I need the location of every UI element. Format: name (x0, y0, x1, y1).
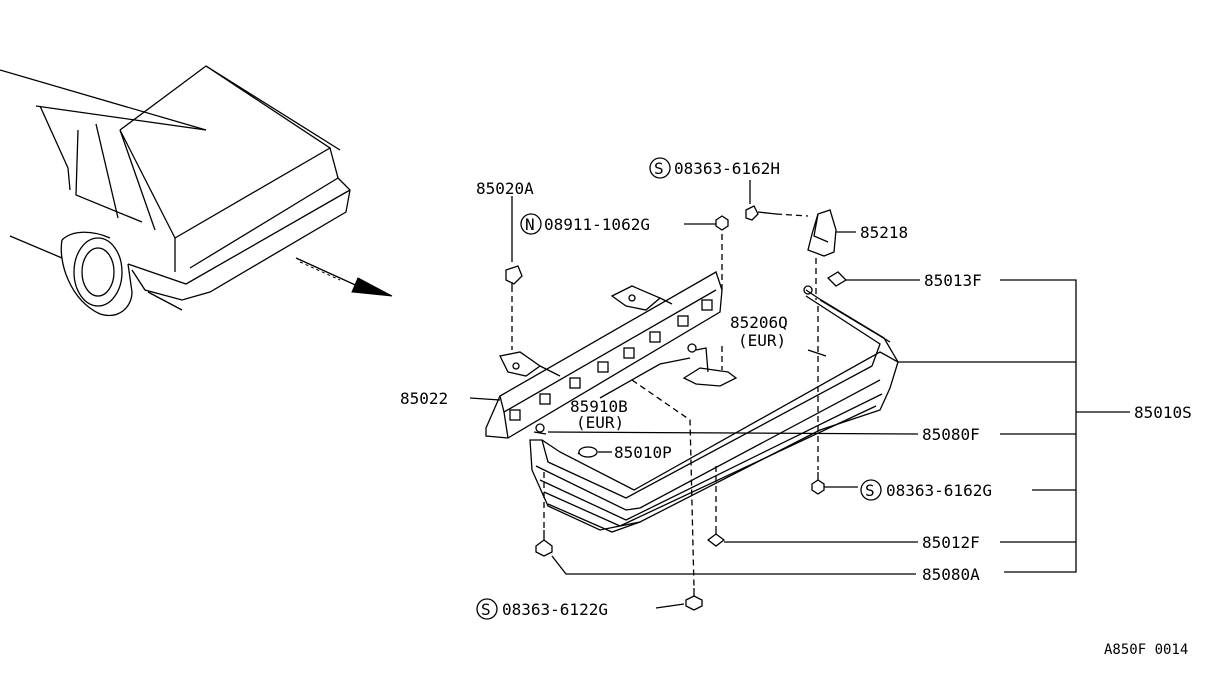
label-85012F: 85012F (922, 533, 980, 552)
screw-symbol-2: S (865, 481, 875, 500)
drawing-code: A850F 0014 (1104, 642, 1188, 658)
part-labels: 85020A 08911-1062G 08363-6162H 85218 850… (400, 159, 1192, 658)
label-85206Q-note: (EUR) (738, 331, 786, 350)
car-rear-illustration (0, 65, 393, 317)
label-85022: 85022 (400, 389, 448, 408)
label-85010P: 85010P (614, 443, 672, 462)
label-08363-6122G: 08363-6122G (502, 600, 608, 619)
label-85910B-note: (EUR) (576, 413, 624, 432)
bumper-reinforcement (485, 271, 723, 439)
fastener-parts (505, 205, 848, 611)
nut-symbol: N (525, 215, 535, 234)
bumper-fascia (529, 285, 899, 533)
label-85013F: 85013F (924, 271, 982, 290)
label-85010S: 85010S (1134, 403, 1192, 422)
screw-symbol-3: S (481, 600, 491, 619)
assembly-lines (511, 213, 819, 589)
label-08911-1062G: 08911-1062G (544, 215, 650, 234)
label-08363-6162H: 08363-6162H (674, 159, 780, 178)
label-08363-6162G: 08363-6162G (886, 481, 992, 500)
label-85020A: 85020A (476, 179, 534, 198)
label-85080F: 85080F (922, 425, 980, 444)
label-85206Q: 85206Q (730, 313, 788, 332)
label-85218: 85218 (860, 223, 908, 242)
label-85910B: 85910B (570, 397, 628, 416)
screw-symbol-1: S (654, 159, 664, 178)
symbol-marks: S N S S (476, 157, 882, 620)
leader-lines (469, 180, 1130, 609)
label-85080A: 85080A (922, 565, 980, 584)
bracket-85206Q (682, 343, 738, 387)
